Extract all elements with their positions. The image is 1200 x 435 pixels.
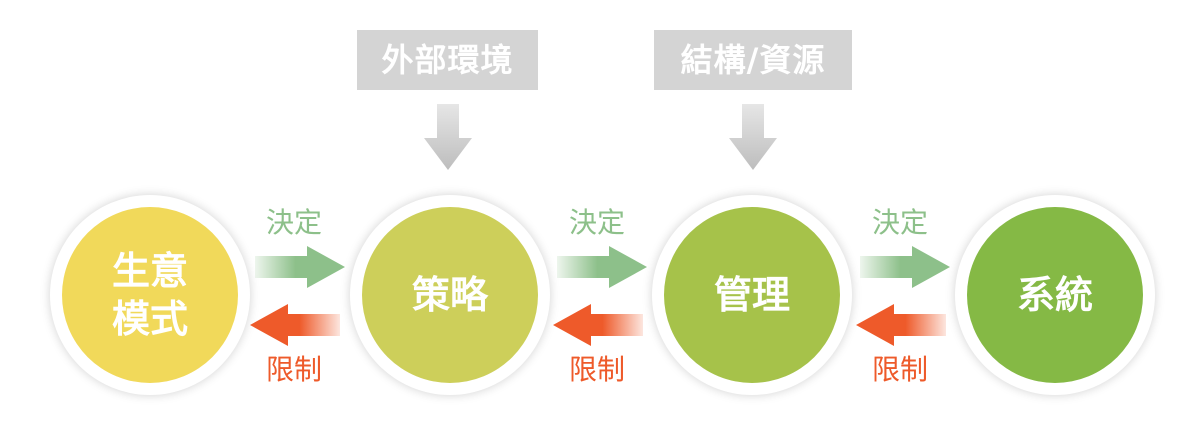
strategy-label: 策略	[411, 273, 488, 317]
down-arrow-icon	[729, 104, 777, 170]
structure-resources-box: 結構/資源	[654, 30, 852, 90]
business-model-label: 生意模式	[111, 249, 188, 341]
external-environment-box: 外部環境	[357, 30, 538, 90]
decide-label: 決定	[871, 206, 928, 239]
business-model-disc: 生意模式	[62, 207, 238, 383]
decide-label: 決定	[568, 206, 625, 239]
management-label: 管理	[713, 273, 790, 317]
limit-arrow-icon	[553, 304, 643, 346]
structure-resources-label: 結構/資源	[680, 41, 826, 79]
limit-label: 限制	[568, 353, 625, 386]
limit-arrow-icon	[250, 304, 340, 346]
limit-label: 限制	[871, 353, 928, 386]
decide-arrow-icon	[860, 246, 950, 288]
management-node: 管理	[652, 195, 852, 395]
strategy-disc: 策略	[362, 207, 538, 383]
decide-arrow-icon	[557, 246, 647, 288]
external-environment-label: 外部環境	[381, 41, 514, 79]
limit-label: 限制	[265, 353, 322, 386]
decide-arrow-icon	[255, 246, 345, 288]
system-node: 系統	[955, 195, 1155, 395]
system-disc: 系統	[967, 207, 1143, 383]
strategy-node: 策略	[350, 195, 550, 395]
down-arrow-icon	[424, 104, 472, 170]
business-model-node: 生意模式	[50, 195, 250, 395]
system-label: 系統	[1016, 273, 1093, 317]
management-disc: 管理	[664, 207, 840, 383]
decide-label: 決定	[265, 206, 322, 239]
limit-arrow-icon	[856, 304, 946, 346]
